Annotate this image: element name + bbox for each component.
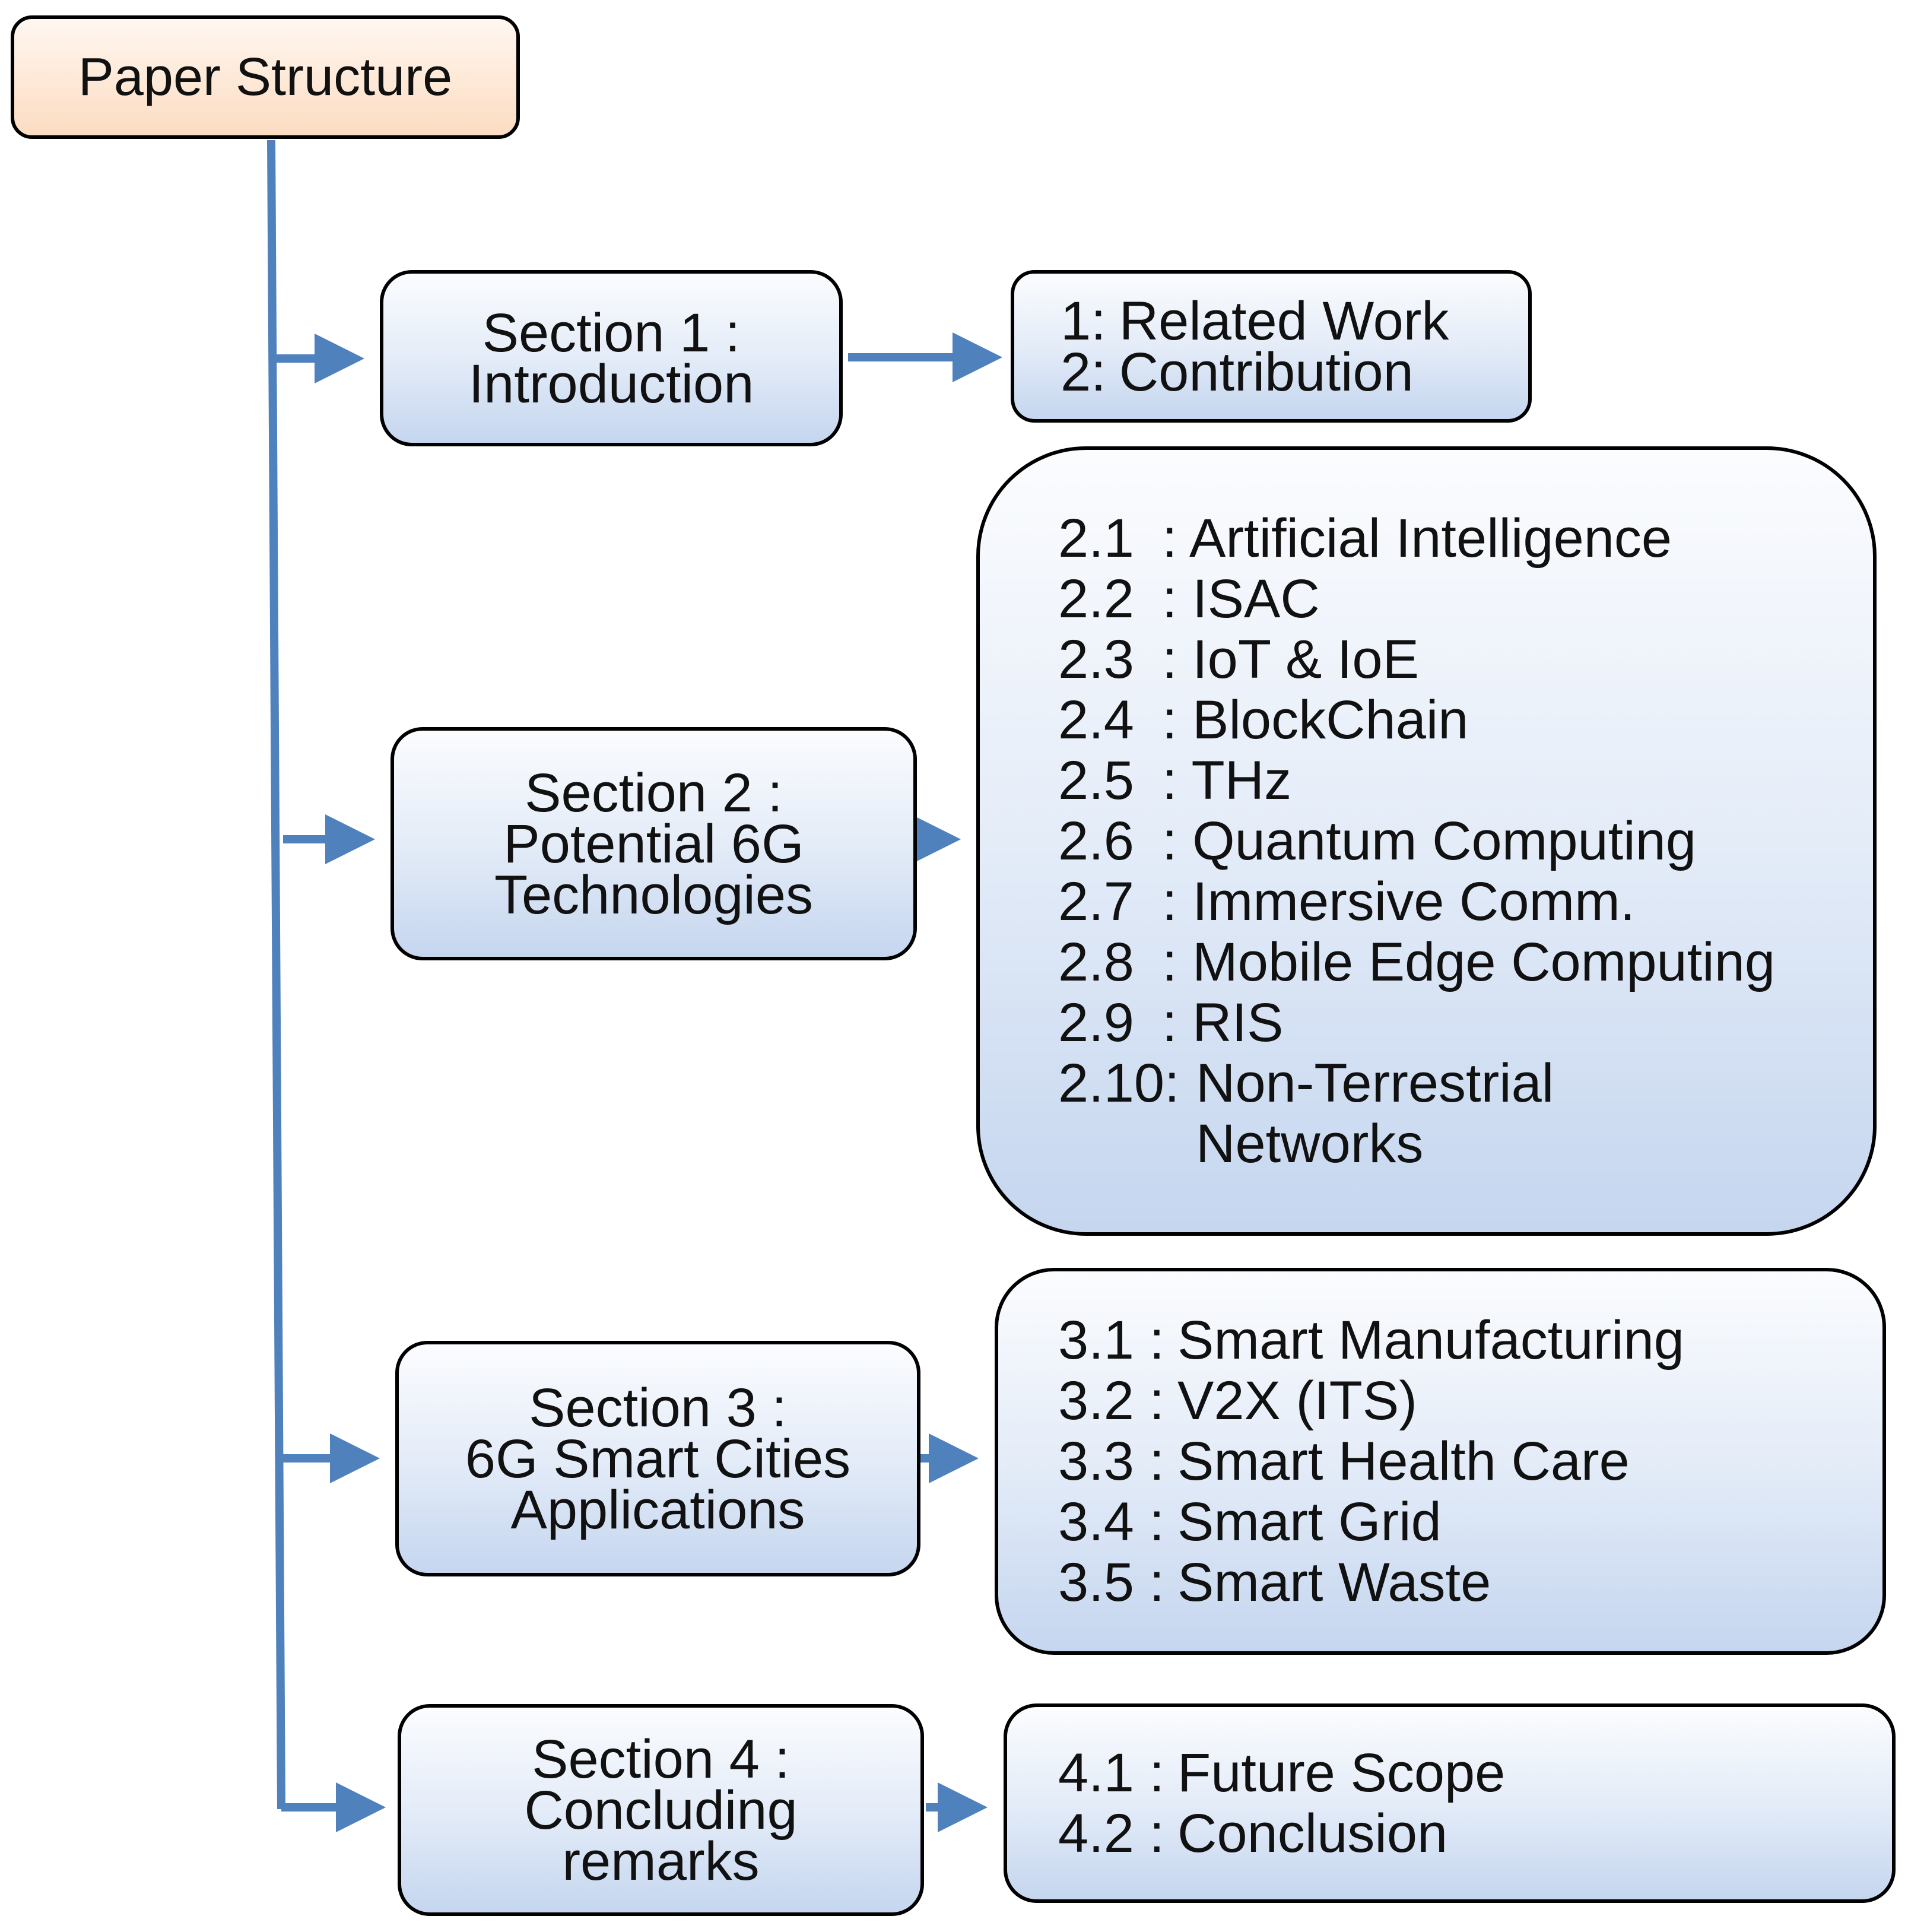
list-item: 3.3 : Smart Health Care <box>1058 1431 1882 1492</box>
item-number: 3.3 : <box>1058 1431 1165 1492</box>
list-item: 2.4 : BlockChain <box>1058 690 1873 750</box>
root-label: Paper Structure <box>78 47 453 107</box>
trunk-line <box>267 139 285 1810</box>
item-text: : Immersive Comm. <box>1162 871 1636 932</box>
section-4-line-2: remarks <box>562 1831 760 1892</box>
item-text: : RIS <box>1162 992 1284 1053</box>
section-1-line-1: Introduction <box>468 353 754 414</box>
item-number: 3.5 : <box>1058 1552 1165 1613</box>
item-text: Smart Waste <box>1177 1552 1491 1613</box>
item-text: : Artificial Intelligence <box>1162 508 1672 569</box>
list-item: 3.5 : Smart Waste <box>1058 1552 1882 1613</box>
item-number: 2.4 <box>1058 690 1134 750</box>
item-text: : ISAC <box>1162 569 1320 629</box>
item-number: 2: <box>1061 341 1106 402</box>
section-3-subsections-box: 3.1 : Smart Manufacturing 3.2 : V2X (ITS… <box>995 1268 1886 1655</box>
list-item: 3.1 : Smart Manufacturing <box>1058 1310 1882 1371</box>
section-2-line-2: Technologies <box>494 864 814 925</box>
item-text: Non-Terrestrial <box>1196 1053 1554 1113</box>
item-number: 1: <box>1061 290 1106 351</box>
section-4-line-1: Concluding <box>524 1779 798 1841</box>
list-item: 2.6 : Quantum Computing <box>1058 811 1873 871</box>
section-2-subsections-box: 2.1 : Artificial Intelligence 2.2 : ISAC… <box>976 446 1877 1236</box>
section-3-line-1: 6G Smart Cities <box>465 1428 851 1489</box>
section-4-title: Section 4 : <box>532 1728 790 1790</box>
section-4-box: Section 4 : Concluding remarks <box>398 1704 924 1916</box>
section-2-line-1: Potential 6G <box>503 813 804 874</box>
list-item: 2.9 : RIS <box>1058 992 1873 1053</box>
list-item: 4.2 : Conclusion <box>1058 1803 1892 1864</box>
item-number: 4.1 : <box>1058 1743 1165 1803</box>
item-number: 2.7 <box>1058 871 1134 932</box>
item-number: 2.10: <box>1058 1053 1180 1113</box>
section-2-box: Section 2 : Potential 6G Technologies <box>391 727 917 960</box>
section-3-box: Section 3 : 6G Smart Cities Applications <box>395 1341 920 1576</box>
item-number: 2.1 <box>1058 508 1134 569</box>
item-text: Conclusion <box>1177 1803 1448 1864</box>
list-item-continuation: Networks <box>1058 1113 1873 1174</box>
item-text: Related Work <box>1119 290 1449 351</box>
root-box: Paper Structure <box>11 15 520 139</box>
item-text: : Quantum Computing <box>1162 811 1697 871</box>
item-number: 2.3 <box>1058 629 1134 690</box>
list-item: 4.1 : Future Scope <box>1058 1743 1892 1803</box>
item-text: Future Scope <box>1177 1743 1506 1803</box>
list-item: 2.5 : THz <box>1058 750 1873 811</box>
section-3-title: Section 3 : <box>529 1377 787 1438</box>
item-indent <box>1058 1113 1196 1174</box>
item-number: 2.6 <box>1058 811 1134 871</box>
item-text: : IoT & IoE <box>1162 629 1419 690</box>
item-number: 3.1 : <box>1058 1310 1165 1371</box>
item-text: : BlockChain <box>1162 690 1469 750</box>
list-item: 3.2 : V2X (ITS) <box>1058 1371 1882 1431</box>
list-item: 1: Related Work <box>1061 290 1528 351</box>
item-number: 3.2 : <box>1058 1371 1165 1431</box>
section-4-subsections-box: 4.1 : Future Scope 4.2 : Conclusion <box>1004 1703 1896 1903</box>
item-number: 2.8 <box>1058 932 1134 992</box>
section-1-title: Section 1 : <box>482 302 741 363</box>
item-text: Contribution <box>1119 341 1414 402</box>
item-text: Smart Health Care <box>1177 1431 1630 1492</box>
item-number: 2.2 <box>1058 569 1134 629</box>
section-1-subsections-box: 1: Related Work 2: Contribution <box>1011 270 1532 423</box>
list-item: 2.2 : ISAC <box>1058 569 1873 629</box>
section-3-line-2: Applications <box>510 1479 805 1540</box>
section-2-title: Section 2 : <box>525 762 783 823</box>
list-item: 2.7 : Immersive Comm. <box>1058 871 1873 932</box>
list-item: 2.3 : IoT & IoE <box>1058 629 1873 690</box>
list-item: 2: Contribution <box>1061 341 1528 402</box>
item-text: Smart Manufacturing <box>1177 1310 1684 1371</box>
list-item: 2.10: Non-Terrestrial <box>1058 1053 1873 1113</box>
section-1-box: Section 1 : Introduction <box>380 270 843 446</box>
list-item: 2.1 : Artificial Intelligence <box>1058 508 1873 569</box>
item-text: : THz <box>1162 750 1292 811</box>
item-text: Smart Grid <box>1177 1492 1442 1552</box>
item-number: 2.9 <box>1058 992 1134 1053</box>
item-text: : Mobile Edge Computing <box>1162 932 1776 992</box>
item-number: 4.2 : <box>1058 1803 1165 1864</box>
item-number: 2.5 <box>1058 750 1134 811</box>
item-text: V2X (ITS) <box>1177 1371 1417 1431</box>
list-item: 3.4 : Smart Grid <box>1058 1492 1882 1552</box>
list-item: 2.8 : Mobile Edge Computing <box>1058 932 1873 992</box>
item-number: 3.4 : <box>1058 1492 1165 1552</box>
item-text: Networks <box>1196 1113 1424 1174</box>
